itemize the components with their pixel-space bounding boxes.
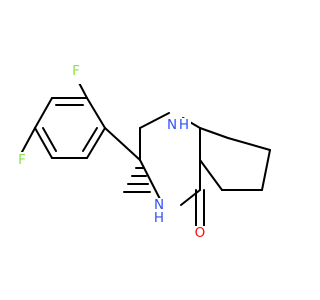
nh-bottom-n-label: N bbox=[154, 197, 164, 213]
f-top-bg bbox=[69, 70, 83, 84]
spiro-core bbox=[104, 112, 205, 227]
bond-ring-to-stereocenter bbox=[104, 127, 141, 161]
bond-ring-1 bbox=[86, 97, 106, 129]
molecule-diagram: F F N H N H O bbox=[15, 63, 271, 241]
bond-ring-4 bbox=[34, 127, 53, 159]
fluorine-left-label: F bbox=[18, 152, 26, 168]
fluorine-top-label: F bbox=[72, 63, 80, 79]
bond-ring-3 bbox=[34, 97, 53, 129]
o-bg bbox=[192, 226, 208, 240]
bond-cp-3 bbox=[261, 149, 271, 191]
bond-ring-6 bbox=[86, 127, 106, 159]
cyclopentane-ring bbox=[199, 127, 271, 191]
methyl-hashed-wedge bbox=[123, 167, 151, 193]
bond-ch2-to-nh-top bbox=[139, 112, 170, 129]
nh-top-n-label: N bbox=[167, 117, 177, 133]
bond-ring-inner-2 bbox=[42, 127, 57, 152]
bond-ring-inner-3 bbox=[82, 127, 98, 152]
bond-carbonyl-to-nh-bottom bbox=[180, 189, 201, 206]
nh-bottom-bg bbox=[150, 198, 178, 212]
phenyl-ring bbox=[34, 97, 106, 159]
bond-cp-2 bbox=[227, 137, 271, 151]
oxygen-label: O bbox=[195, 225, 206, 241]
nh-top-h-label: H bbox=[179, 117, 189, 133]
nh-bottom-h-label: H bbox=[154, 210, 164, 226]
molecule-svg: F F N H N H O bbox=[15, 63, 271, 241]
bond-cp-5 bbox=[199, 159, 223, 191]
nh-top-bg bbox=[163, 118, 191, 132]
bond-f-left bbox=[21, 127, 36, 153]
f-left-bg bbox=[15, 152, 29, 166]
bond-cp-1 bbox=[199, 127, 229, 139]
